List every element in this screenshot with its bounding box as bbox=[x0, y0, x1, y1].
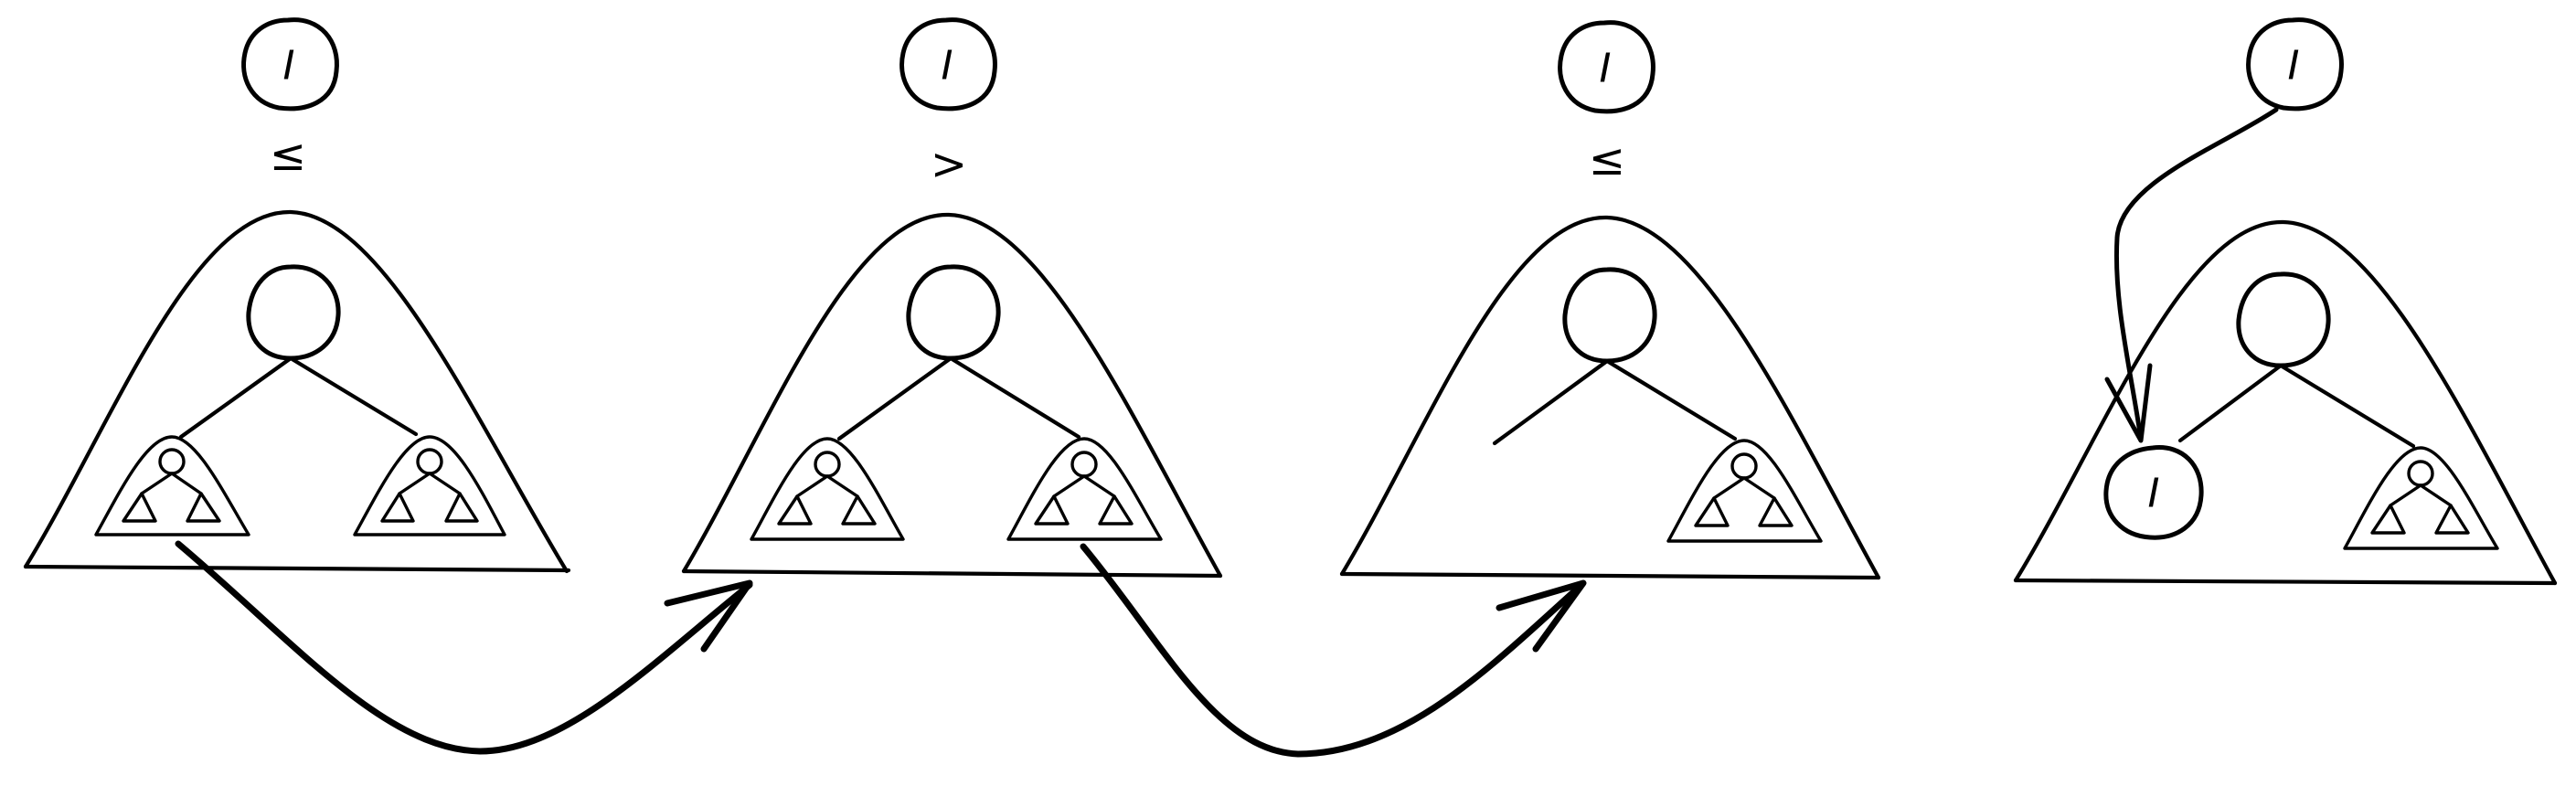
insert-node-label: I bbox=[283, 43, 295, 90]
edge-left bbox=[1492, 358, 1610, 446]
step-4: I I bbox=[2013, 17, 2558, 586]
subtree-right bbox=[1006, 437, 1163, 541]
insert-node: I bbox=[241, 17, 339, 112]
edge-right bbox=[1604, 358, 1738, 441]
insert-node-label: I bbox=[2288, 43, 2300, 90]
tree-outline bbox=[681, 212, 1223, 579]
inserted-node: I bbox=[2103, 445, 2204, 540]
insert-node: I bbox=[2246, 17, 2344, 112]
comparison-symbol: > bbox=[931, 139, 967, 190]
edge-left bbox=[178, 356, 293, 440]
insert-node-label: I bbox=[942, 43, 953, 90]
subtree-left bbox=[94, 435, 250, 536]
root-node bbox=[1562, 267, 1657, 364]
subtree-right bbox=[2343, 446, 2499, 550]
arrow-to-right-subtree bbox=[1080, 543, 1587, 758]
insert-node: I bbox=[899, 17, 997, 112]
tree-outline bbox=[2013, 219, 2558, 586]
subtree-right bbox=[1666, 439, 1823, 543]
edge-right bbox=[288, 356, 419, 437]
edge-left bbox=[2177, 363, 2283, 443]
edge-right bbox=[2278, 363, 2416, 449]
edge-right bbox=[948, 356, 1081, 440]
step-3: I ≤ bbox=[1339, 20, 1881, 580]
insert-node-label: I bbox=[1600, 46, 1612, 92]
subtree-left bbox=[750, 437, 905, 541]
arrow-to-left-subtree bbox=[175, 540, 753, 755]
step-2: I > bbox=[681, 17, 1587, 758]
arrow-to-insert-position bbox=[2104, 107, 2279, 443]
comparison-symbol: ≤ bbox=[1589, 134, 1625, 186]
tree-outline bbox=[23, 209, 571, 574]
tree-outline bbox=[1339, 215, 1881, 580]
root-node bbox=[246, 264, 341, 361]
inserted-node-label: I bbox=[2148, 471, 2160, 517]
edge-left bbox=[836, 356, 953, 441]
insert-node: I bbox=[1558, 20, 1655, 114]
root-node bbox=[906, 264, 1001, 361]
subtree-right bbox=[353, 435, 506, 536]
root-node bbox=[2236, 271, 2331, 368]
comparison-symbol: ≤ bbox=[270, 130, 306, 181]
step-1: I ≤ bbox=[23, 17, 753, 755]
